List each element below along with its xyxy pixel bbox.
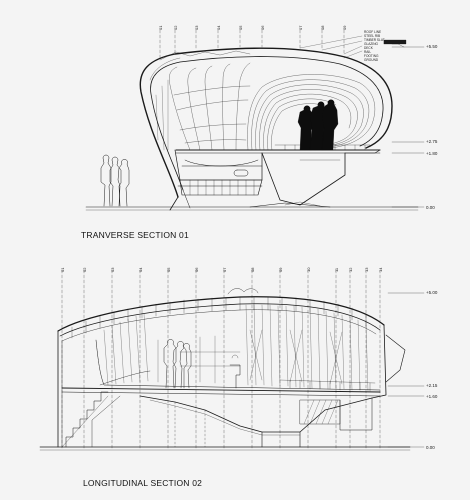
grid-label: 09 (342, 25, 347, 30)
grid-label: 06 (194, 267, 199, 272)
transverse-deck (174, 144, 381, 206)
transverse-notes: ROOF LINE STEEL RIB TIMBER SLAT GLAZING … (364, 30, 385, 62)
figure-group-right (297, 99, 339, 151)
longitudinal-envelope (57, 324, 406, 448)
note-text: GLAZING (364, 42, 379, 46)
grid-label: 11 (334, 267, 339, 272)
grid-label: 08 (320, 25, 325, 30)
grid-label: 09 (278, 267, 283, 272)
longitudinal-slats (103, 304, 369, 392)
grid-label: 06 (260, 25, 265, 30)
note-text: STEEL RIB (364, 34, 380, 38)
longitudinal-plinth (139, 395, 373, 448)
grid-label: 03 (110, 267, 115, 272)
note-text: GROUND (364, 58, 379, 62)
transverse-grid-labels: 01 02 03 04 05 06 07 08 09 (158, 25, 347, 30)
figure-group-interior (163, 339, 192, 389)
level-label: +1.80 (426, 151, 438, 156)
grid-label: 01 (158, 25, 163, 30)
figure-group-left (100, 154, 130, 207)
note-text: DECK (364, 46, 374, 50)
grid-label: 02 (82, 267, 87, 272)
longitudinal-deck (61, 354, 381, 397)
grid-label: 02 (173, 25, 178, 30)
grid-label: 10 (306, 267, 311, 272)
level-label: +2.75 (426, 139, 438, 144)
grid-label: 04 (216, 25, 221, 30)
level-label: +1.60 (426, 394, 438, 399)
transverse-ribs (149, 50, 375, 151)
grid-label: 13 (364, 267, 369, 272)
longitudinal-stair (61, 391, 121, 448)
grid-label: 12 (348, 267, 353, 272)
grid-label: 05 (166, 267, 171, 272)
grid-label: 01 (60, 267, 65, 272)
grid-label: 05 (238, 25, 243, 30)
note-text: FOOTING (364, 54, 379, 58)
level-label: +5.50 (426, 44, 438, 49)
grid-label: 07 (222, 267, 227, 272)
transverse-shell (139, 47, 393, 211)
note-text: TIMBER SLAT (364, 38, 385, 42)
note-text: ROOF LINE (364, 30, 381, 34)
longitudinal-roof (57, 288, 385, 342)
transverse-section (85, 29, 425, 211)
level-label: +5.00 (426, 290, 438, 295)
grid-label: 03 (194, 25, 199, 30)
level-label: 0.00 (426, 445, 435, 450)
section-title-transverse: TRANVERSE SECTION 01 (81, 230, 189, 240)
transverse-grid-lines (159, 29, 345, 59)
section-title-longitudinal: LONGITUDINAL SECTION 02 (83, 478, 203, 488)
longitudinal-levels (387, 292, 425, 448)
transverse-levels (391, 46, 425, 208)
level-label: 0.00 (426, 205, 435, 210)
longitudinal-level-labels: +5.00 +2.15 +1.60 0.00 (426, 290, 438, 450)
transverse-level-labels: +5.50 +2.75 +1.80 0.00 (426, 44, 438, 210)
grid-label: 14 (378, 267, 383, 272)
grid-label: 04 (138, 267, 143, 272)
longitudinal-section (39, 269, 425, 451)
longitudinal-grid-lines (61, 269, 381, 451)
grid-label: 08 (250, 267, 255, 272)
note-text: RAIL (364, 50, 371, 54)
grid-label: 07 (298, 25, 303, 30)
level-label: +2.15 (426, 383, 438, 388)
longitudinal-grid-labels: 01 02 03 04 05 06 07 08 09 10 11 12 13 1… (60, 267, 383, 272)
